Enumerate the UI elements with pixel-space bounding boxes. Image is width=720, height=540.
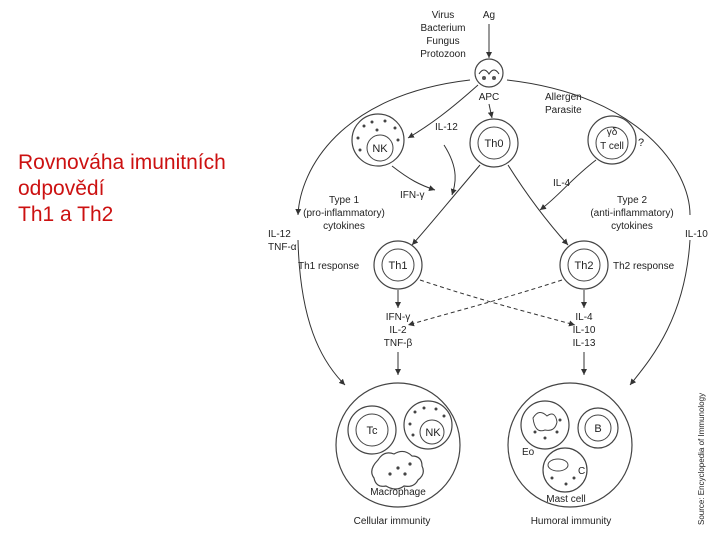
credit-label: Source: Encyclopedia of Immunology	[697, 393, 706, 525]
slide-title: Rovnováha imunitních odpovědí Th1 a Th2	[18, 150, 288, 228]
th0-label: Th0	[485, 138, 504, 150]
th2-cytokine-il13: IL-13	[573, 338, 596, 349]
eo-cell	[520, 400, 570, 450]
parasite-label: Parasite	[545, 105, 582, 116]
il12-top-label: IL-12	[435, 122, 458, 133]
tnf-alpha-label: TNF-α	[268, 242, 297, 253]
type1-line2: (pro-inflammatory)	[303, 208, 385, 219]
nk-bottom-label: NK	[425, 427, 441, 439]
th2-label: Th2	[575, 260, 594, 272]
macrophage-cell	[371, 450, 424, 490]
th2-response-label: Th2 response	[613, 261, 675, 272]
ifn-gamma-label: IFN-γ	[400, 190, 424, 201]
th1-cytokine-ifn: IFN-γ	[386, 312, 410, 323]
apc-cell	[474, 58, 504, 88]
ag-label: Ag	[483, 10, 495, 21]
pathogen-fungus: Fungus	[426, 36, 459, 47]
pathogen-protozoon: Protozoon	[420, 49, 466, 60]
cellular-immunity-label: Cellular immunity	[354, 516, 431, 527]
apc-label: APC	[479, 92, 500, 103]
il4-top-label: IL-4	[553, 178, 571, 189]
th2-cytokine-il10: IL-10	[573, 325, 596, 336]
macrophage-label: Macrophage	[370, 487, 426, 498]
eo-label: Eo	[522, 447, 535, 458]
nk-label: NK	[372, 143, 388, 155]
gd-symbol: γδ	[607, 127, 618, 138]
title-line-1: Rovnováha imunitních	[18, 151, 226, 174]
th2-cell	[559, 240, 609, 290]
gd-cell-label: T cell	[600, 141, 624, 152]
mast-cell-label: Mast cell	[546, 494, 585, 505]
type1-line3: cytokines	[323, 221, 365, 232]
b-cell	[577, 407, 619, 449]
pathogen-bacterium: Bacterium	[420, 23, 465, 34]
tc-label: Tc	[367, 425, 379, 437]
title-line-3: Th1 a Th2	[18, 203, 114, 226]
th1-response-label: Th1 response	[298, 261, 360, 272]
mast-c-label: C	[578, 466, 585, 477]
apc-to-nk-arrow	[407, 84, 479, 139]
type2-line3: cytokines	[611, 221, 653, 232]
th1-cell	[373, 240, 423, 290]
nk-bottom-cell	[403, 400, 453, 450]
mast-cell	[542, 447, 588, 493]
il10-right-label: IL-10	[685, 229, 708, 240]
th1-cytokine-il2: IL-2	[389, 325, 407, 336]
humoral-immunity-label: Humoral immunity	[531, 516, 612, 527]
th2-cytokine-il4: IL-4	[575, 312, 593, 323]
outer-arc	[295, 79, 471, 216]
title-line-2: odpovědí	[18, 177, 105, 200]
gd-t-cell	[587, 115, 637, 165]
question-mark: ?	[638, 137, 644, 149]
pathogen-virus: Virus	[432, 10, 455, 21]
th1-label: Th1	[389, 260, 408, 272]
tc-cell	[347, 405, 397, 455]
type1-line1: Type 1	[329, 195, 359, 206]
il12-left-label: IL-12	[268, 229, 291, 240]
type2-line2: (anti-inflammatory)	[590, 208, 673, 219]
th1-cytokine-tnfb: TNF-β	[384, 338, 413, 349]
cross-inhibition-2	[407, 279, 563, 327]
type2-line1: Type 2	[617, 195, 647, 206]
allergen-label: Allergen	[545, 92, 582, 103]
b-label: B	[594, 423, 601, 435]
th0-cell	[469, 118, 519, 168]
nk-cell	[351, 113, 405, 167]
cross-inhibition-1	[419, 279, 576, 327]
